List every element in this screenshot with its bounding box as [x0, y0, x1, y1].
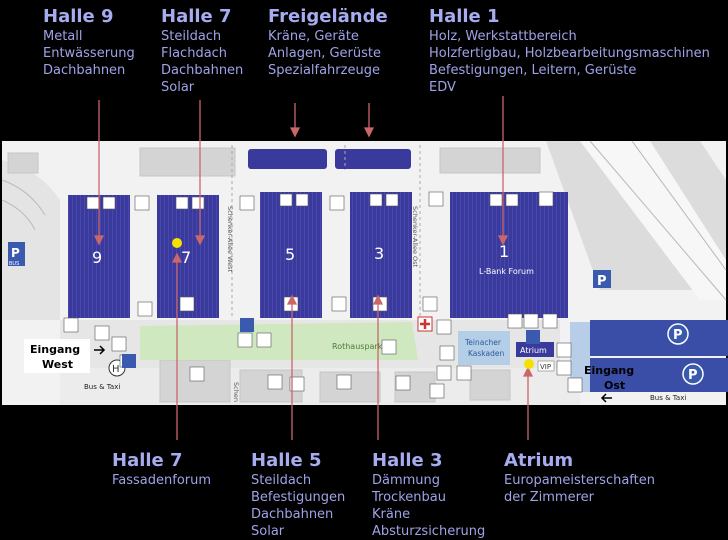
kaskaden-label-2: Kaskaden	[468, 349, 504, 358]
hall-9-number: 9	[92, 248, 102, 267]
hall-7-number: 7	[181, 248, 191, 267]
lbank-forum-label: L-Bank Forum	[479, 267, 534, 276]
street-south: Schen	[232, 382, 240, 402]
parking-sign-3[interactable]	[682, 363, 704, 385]
buildings	[7, 147, 541, 403]
arrow-left-icon	[600, 393, 612, 403]
atrium-building[interactable]	[516, 342, 554, 357]
marker-atrium[interactable]	[524, 359, 534, 369]
bus-taxi-west: Bus & Taxi	[84, 383, 120, 391]
bus-taxi-ost: Bus & Taxi	[650, 394, 686, 402]
parking-p-2: P	[673, 328, 683, 343]
hall-1[interactable]	[450, 192, 568, 318]
entrance-ost-label-2: Ost	[604, 379, 625, 392]
marker-fassadenforum[interactable]	[172, 238, 182, 248]
info-icon-3	[526, 330, 540, 344]
vip-label: VIP	[540, 363, 551, 371]
entrance-west-label-1: Eingang	[30, 343, 80, 356]
parking-p-1: P	[597, 274, 607, 289]
entrance-west-label-2: West	[42, 358, 73, 371]
service-icons	[63, 191, 583, 399]
vip-sign[interactable]	[537, 360, 555, 372]
bus-label: BUS	[9, 261, 19, 267]
bus-stop-h: H	[112, 364, 120, 375]
bus-p: P	[11, 246, 20, 260]
entrance-west-box	[24, 339, 90, 373]
bus-parking-sign[interactable]	[8, 242, 25, 266]
label-halle-7-bottom: Halle 7 Fassadenforum	[112, 450, 212, 488]
parking-sign-1[interactable]	[593, 270, 611, 288]
freigelaende-area-1[interactable]	[248, 149, 327, 169]
pointer-arrows	[93, 96, 534, 440]
kaskaden-label-1: Teinacher	[464, 338, 502, 347]
parking-p-3: P	[688, 368, 698, 383]
hall-1-number: 1	[499, 242, 509, 261]
freigelaende-area-2[interactable]	[335, 149, 411, 169]
parking-area-1	[590, 320, 728, 356]
rothauspark	[140, 322, 418, 360]
parking-sign-2[interactable]	[667, 323, 689, 345]
dashed-boundaries	[231, 145, 421, 318]
street-ost: Schenker-Allee Ost	[411, 206, 419, 268]
entrance-ost-label-1: Eingang	[584, 364, 634, 377]
park-label: Rothauspark	[332, 342, 383, 351]
info-icon	[240, 318, 254, 332]
hall-3-number: 3	[374, 244, 384, 263]
hall-5-number: 5	[285, 245, 295, 264]
kaskaden-area	[458, 331, 510, 365]
atrium-map-label: Atrium	[520, 346, 547, 355]
street-west: Schenker-Allee West	[226, 206, 234, 272]
arrow-right-icon	[94, 345, 106, 355]
info-icon-2	[122, 354, 136, 368]
